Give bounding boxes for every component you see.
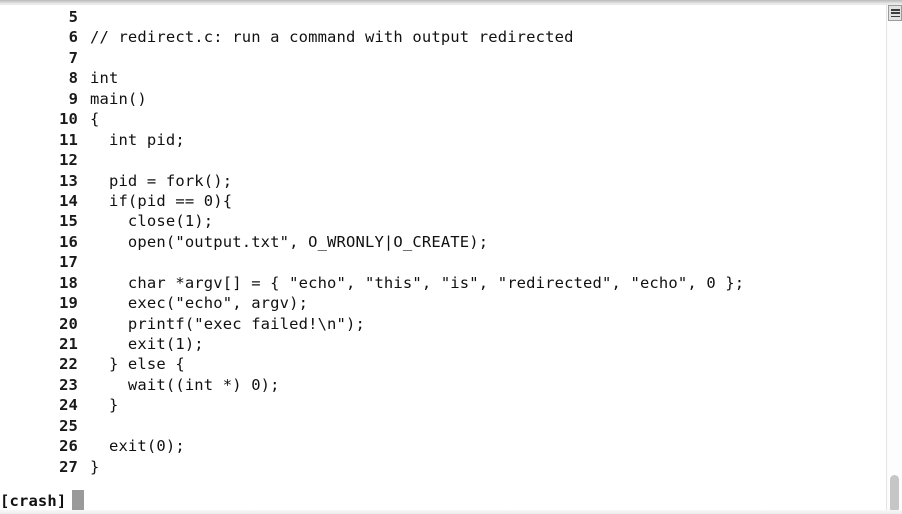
line-text: if(pid == 0){ [90, 191, 233, 210]
line-number: 11 [59, 130, 78, 149]
line-number: 20 [59, 314, 78, 333]
code-line: 9 main() [0, 89, 886, 109]
line-number: 12 [59, 151, 78, 170]
code-line: 11 int pid; [0, 130, 886, 150]
line-number: 18 [59, 273, 78, 292]
code-line: 19 exec("echo", argv); [0, 293, 886, 313]
window-bottom-edge [0, 510, 902, 514]
line-text: char *argv[] = { "echo", "this", "is", "… [90, 273, 745, 292]
line-number: 24 [59, 396, 78, 415]
line-number: 8 [68, 69, 78, 88]
line-text: exit(1); [90, 335, 204, 353]
code-line: 16 open("output.txt", O_WRONLY|O_CREATE)… [0, 232, 886, 252]
terminal-block-cursor [72, 490, 85, 510]
line-text: printf("exec failed!\n"); [90, 314, 365, 333]
list-lines-icon-glyph [890, 9, 900, 17]
window-top-chrome [0, 0, 902, 4]
code-line: 14 if(pid == 0){ [0, 191, 886, 211]
code-line: 5 [0, 7, 886, 27]
code-line: 12 [0, 150, 886, 170]
code-line: 22 } else { [0, 354, 886, 374]
code-line: 23 wait((int *) 0); [0, 375, 886, 395]
line-text: wait((int *) 0); [90, 375, 280, 394]
vertical-scrollbar-track[interactable] [888, 23, 901, 513]
line-number: 6 [68, 28, 78, 47]
crash-prompt-line: [crash] [0, 490, 85, 510]
code-listing: 5 6 // redirect.c: run a command with outp… [0, 7, 886, 477]
line-number: 27 [59, 457, 78, 476]
right-rail [887, 5, 902, 514]
line-text: open("output.txt", O_WRONLY|O_CREATE); [90, 232, 489, 251]
line-number: 5 [68, 8, 78, 26]
crash-label: [crash] [0, 492, 67, 510]
line-text: exec("echo", argv); [90, 294, 309, 313]
line-number: 22 [59, 355, 78, 374]
line-number: 19 [59, 294, 78, 313]
code-line: 27} [0, 457, 886, 477]
code-line: 13 pid = fork(); [0, 171, 886, 191]
line-number: 9 [68, 89, 78, 108]
code-editor-pane[interactable]: 5 6 // redirect.c: run a command with outp… [0, 5, 886, 510]
list-lines-icon[interactable] [888, 5, 902, 21]
line-number: 10 [59, 110, 78, 129]
code-line: 26 exit(0); [0, 436, 886, 456]
code-line: 6 // redirect.c: run a command with outpu… [0, 27, 886, 47]
line-number: 16 [59, 232, 78, 251]
line-text: main() [90, 89, 147, 108]
line-number: 15 [59, 212, 78, 231]
line-number: 21 [59, 335, 78, 353]
code-line: 25 [0, 416, 886, 436]
line-text: } [90, 457, 100, 476]
window-top-hairline [0, 4, 902, 5]
line-number: 14 [59, 191, 78, 210]
code-line: 17 [0, 252, 886, 272]
line-number: 23 [59, 375, 78, 394]
line-text: exit(0); [90, 437, 185, 456]
code-line: 18 char *argv[] = { "echo", "this", "is"… [0, 273, 886, 293]
line-number: 25 [59, 416, 78, 435]
code-line: 21 exit(1); [0, 334, 886, 354]
line-text: int [90, 69, 119, 88]
line-number: 26 [59, 437, 78, 456]
code-line: 10 { [0, 109, 886, 129]
vertical-scrollbar-thumb[interactable] [890, 475, 899, 513]
line-text: pid = fork(); [90, 171, 233, 190]
line-text: { [90, 110, 100, 129]
line-number: 7 [68, 48, 78, 67]
code-line: 15 close(1); [0, 211, 886, 231]
code-line: 8 int [0, 68, 886, 88]
editor-right-border [886, 5, 887, 510]
line-text: int pid; [90, 130, 185, 149]
line-text: // redirect.c: run a command with output… [90, 28, 574, 47]
code-line: 7 [0, 48, 886, 68]
code-line: 24 } [0, 395, 886, 415]
line-number: 13 [59, 171, 78, 190]
line-text: close(1); [90, 212, 214, 231]
line-number: 17 [59, 253, 78, 272]
line-text: } else { [90, 355, 185, 374]
line-text: } [90, 396, 119, 415]
code-line: 20 printf("exec failed!\n"); [0, 314, 886, 334]
